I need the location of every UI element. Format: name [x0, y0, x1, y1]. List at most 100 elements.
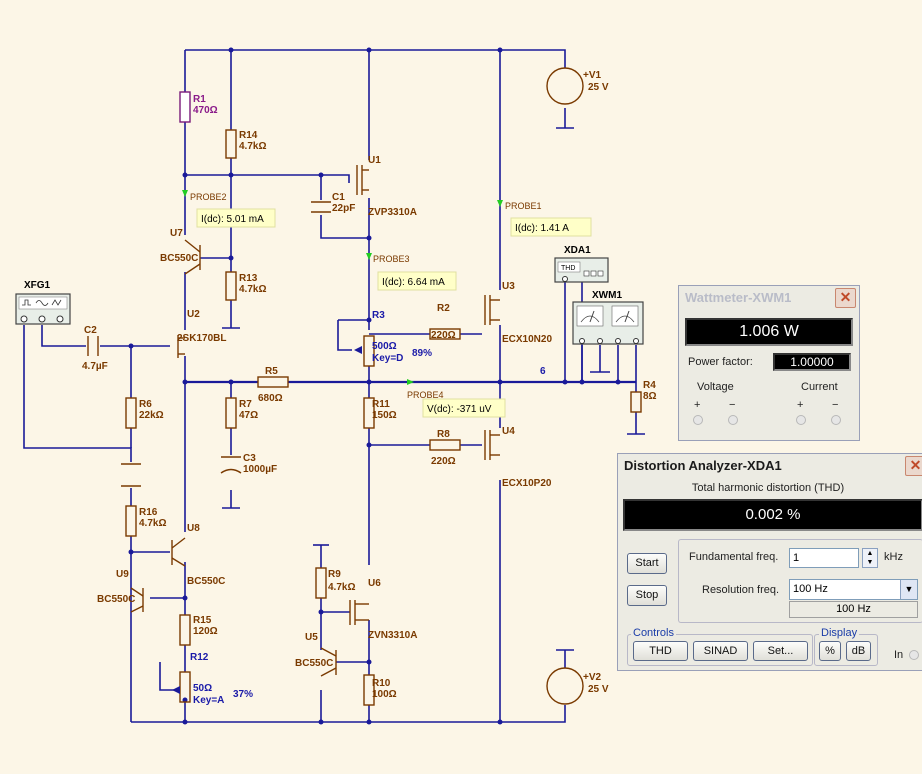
- voltage-minus-terminal[interactable]: [728, 415, 738, 425]
- capacitors: [87, 201, 331, 487]
- fundamental-freq-spinner[interactable]: ▲ ▼: [862, 548, 878, 568]
- r10-value: 100Ω: [372, 689, 397, 700]
- net-label: 6: [540, 366, 546, 377]
- r9-name: R9: [328, 569, 341, 580]
- resolution-freq-select[interactable]: 100 Hz ▼: [789, 579, 918, 600]
- voltage-label: Voltage: [697, 381, 734, 393]
- current-plus-label: +: [797, 399, 804, 411]
- voltage-minus-label: −: [729, 399, 736, 411]
- r14-value: 4.7kΩ: [239, 141, 266, 152]
- c3-name: C3: [243, 453, 256, 464]
- thd-button[interactable]: THD: [633, 641, 688, 661]
- c1-name: C1: [332, 192, 345, 203]
- xwm1-instrument[interactable]: [572, 301, 644, 345]
- r12-percent: 37%: [233, 689, 253, 700]
- u1-name: U1: [368, 155, 381, 166]
- probe4-reading: V(dc): -371 uV: [427, 404, 492, 415]
- wattmeter-titlebar[interactable]: Wattmeter-XWM1 ✕: [679, 286, 859, 310]
- v1-name: +V1: [583, 70, 602, 81]
- xda1-name: XDA1: [564, 245, 591, 256]
- distortion-titlebar[interactable]: Distortion Analyzer-XDA1 ✕: [618, 454, 922, 478]
- r3-percent: 89%: [412, 348, 432, 359]
- v1-value: 25 V: [588, 82, 609, 93]
- power-factor-display: 1.00000: [773, 353, 851, 371]
- u4-model: ECX10P20: [502, 478, 552, 489]
- u9-model: BC550C: [97, 594, 135, 605]
- component-labels: R1 470Ω R14 4.7kΩ U1 ZVP3310A C1 22pF U7…: [24, 70, 657, 706]
- u8-model: BC550C: [187, 576, 225, 587]
- r16-name: R16: [139, 507, 158, 518]
- wattmeter-close-button[interactable]: ✕: [835, 288, 856, 308]
- current-minus-label: −: [832, 399, 839, 411]
- probe2-reading: I(dc): 5.01 mA: [201, 214, 264, 225]
- r5-value: 680Ω: [258, 393, 283, 404]
- probe3-reading: I(dc): 6.64 mA: [382, 277, 445, 288]
- xfg1-name: XFG1: [24, 280, 51, 291]
- c2-value: 4.7µF: [82, 361, 108, 372]
- set-button[interactable]: Set...: [753, 641, 808, 661]
- r3-key: Key=D: [372, 353, 403, 364]
- r4-value: 8Ω: [643, 391, 657, 402]
- wires: [23, 49, 645, 723]
- r11-value: 150Ω: [372, 410, 397, 421]
- spinner-up-icon[interactable]: ▲: [866, 550, 874, 557]
- thd-value: 0.002 %: [745, 506, 801, 523]
- stop-button[interactable]: Stop: [627, 585, 667, 606]
- start-button[interactable]: Start: [627, 553, 667, 574]
- controls-group-label: Controls: [631, 627, 676, 639]
- r4-name: R4: [643, 380, 656, 391]
- u2-model: 2SK170BL: [177, 333, 226, 344]
- current-plus-terminal[interactable]: [796, 415, 806, 425]
- thd-display: 0.002 %: [623, 499, 922, 531]
- probe3-label: PROBE3: [373, 254, 410, 264]
- r7-value: 47Ω: [239, 410, 258, 421]
- u3-name: U3: [502, 281, 515, 292]
- voltage-plus-terminal[interactable]: [693, 415, 703, 425]
- xda1-instrument[interactable]: [554, 257, 609, 283]
- spinner-down-icon[interactable]: ▼: [866, 559, 874, 566]
- percent-button[interactable]: %: [819, 641, 841, 661]
- fundamental-freq-input[interactable]: 1: [789, 548, 859, 568]
- v2-name: +V2: [583, 672, 602, 683]
- probe2-label: PROBE2: [190, 192, 227, 202]
- xfg1-instrument[interactable]: [15, 293, 71, 325]
- r11-name: R11: [372, 399, 390, 410]
- r3-value: 500Ω: [372, 341, 397, 352]
- resistor-bodies: [125, 91, 642, 706]
- chevron-down-icon[interactable]: ▼: [900, 580, 917, 599]
- c2-name: C2: [84, 325, 97, 336]
- fundamental-freq-unit: kHz: [884, 551, 903, 563]
- probe-markers: [182, 190, 503, 385]
- distortion-analyzer-window[interactable]: Distortion Analyzer-XDA1 ✕ Total harmoni…: [617, 453, 922, 671]
- resolution-freq-label: Resolution freq.: [702, 584, 780, 596]
- r1-value: 470Ω: [193, 105, 218, 116]
- v2-value: 25 V: [588, 684, 609, 695]
- r2-name: R2: [437, 303, 450, 314]
- input-terminal[interactable]: [909, 650, 919, 660]
- r12-name: R12: [190, 652, 209, 663]
- u6-model: ZVN3310A: [368, 630, 417, 641]
- r12-value: 50Ω: [193, 683, 212, 694]
- r3-name: R3: [372, 310, 385, 321]
- thd-label: Total harmonic distortion (THD): [691, 482, 845, 494]
- transistors: [130, 165, 500, 677]
- current-minus-terminal[interactable]: [831, 415, 841, 425]
- sinad-button[interactable]: SINAD: [693, 641, 748, 661]
- r1-name: R1: [193, 94, 206, 105]
- voltage-plus-label: +: [694, 399, 701, 411]
- r5-name: R5: [265, 366, 278, 377]
- xda1-tag: THD: [561, 265, 575, 272]
- distortion-close-button[interactable]: ✕: [905, 456, 922, 476]
- u7-model: BC550C: [160, 253, 198, 264]
- u4-name: U4: [502, 426, 515, 437]
- probe1-reading: I(dc): 1.41 A: [515, 223, 569, 234]
- probe1-label: PROBE1: [505, 201, 542, 211]
- fundamental-freq-label: Fundamental freq.: [689, 551, 779, 563]
- u5-name: U5: [305, 632, 318, 643]
- db-button[interactable]: dB: [846, 641, 871, 661]
- power-factor-value: 1.00000: [790, 355, 834, 369]
- r6-value: 22kΩ: [139, 410, 164, 421]
- wattmeter-window[interactable]: Wattmeter-XWM1 ✕ 1.006 W Power factor: 1…: [678, 285, 860, 441]
- power-factor-label: Power factor:: [688, 356, 753, 368]
